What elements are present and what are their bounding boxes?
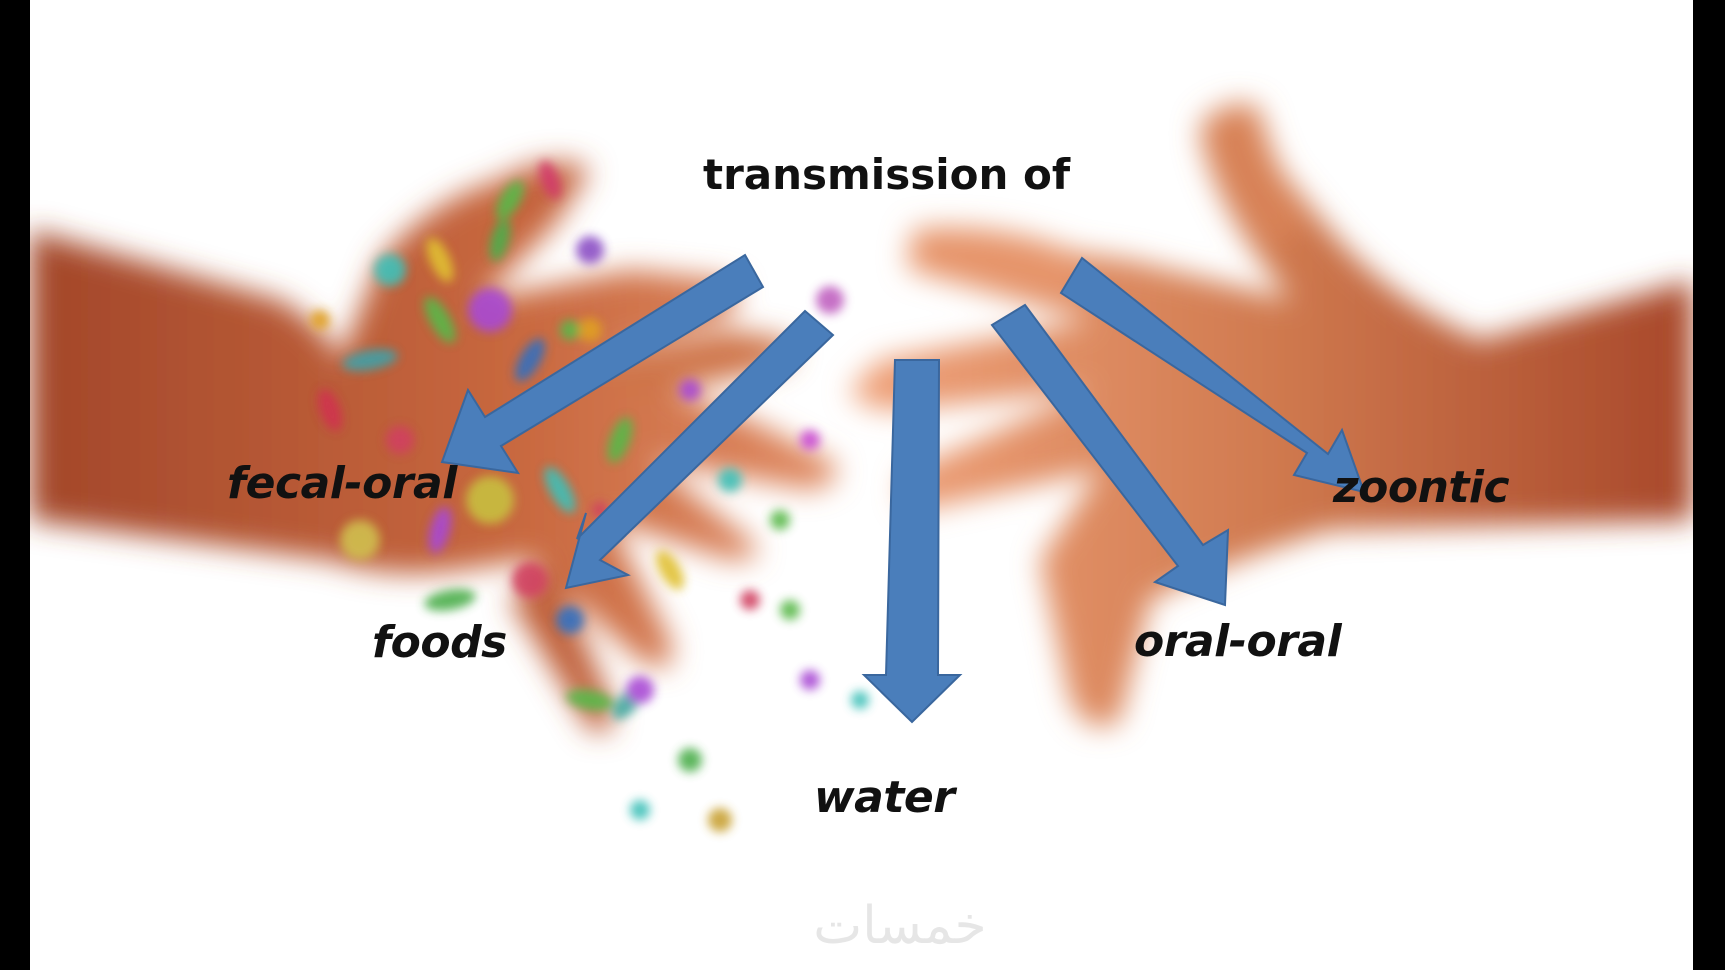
hands-background-image (30, 103, 1693, 832)
route-label-zoontic: zoontic (1333, 462, 1510, 513)
route-label-foods: foods (372, 617, 507, 668)
slide: transmission of fecal-oral foods water o… (30, 0, 1693, 970)
watermark-logo: خمسات (813, 896, 987, 956)
route-label-fecal-oral: fecal-oral (227, 458, 457, 509)
route-label-oral-oral: oral-oral (1134, 616, 1342, 667)
route-label-water: water (814, 772, 955, 823)
arrow-to-foods (564, 309, 835, 590)
arrow-to-fecal-oral (440, 253, 765, 475)
germ-particles (310, 160, 869, 832)
diagram-title: transmission of (703, 150, 1071, 199)
arrow-to-zoontic (1059, 256, 1366, 494)
arrow-to-water (861, 359, 963, 724)
left-hand-shape (30, 160, 837, 732)
arrow-to-oral-oral (990, 303, 1230, 607)
arrow-group (440, 253, 1366, 724)
